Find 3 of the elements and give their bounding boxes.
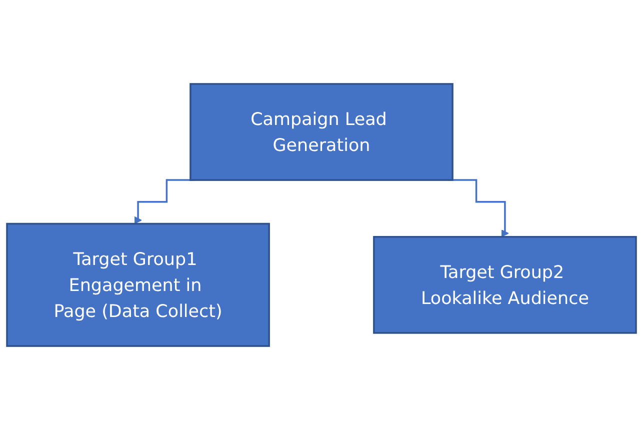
node-box: Campaign Lead Generation bbox=[190, 83, 454, 181]
node-box: Target Group1 Engagement in Page (Data Collect) bbox=[6, 222, 270, 347]
node-box: Target Group2 Lookalike Audience bbox=[373, 236, 637, 334]
